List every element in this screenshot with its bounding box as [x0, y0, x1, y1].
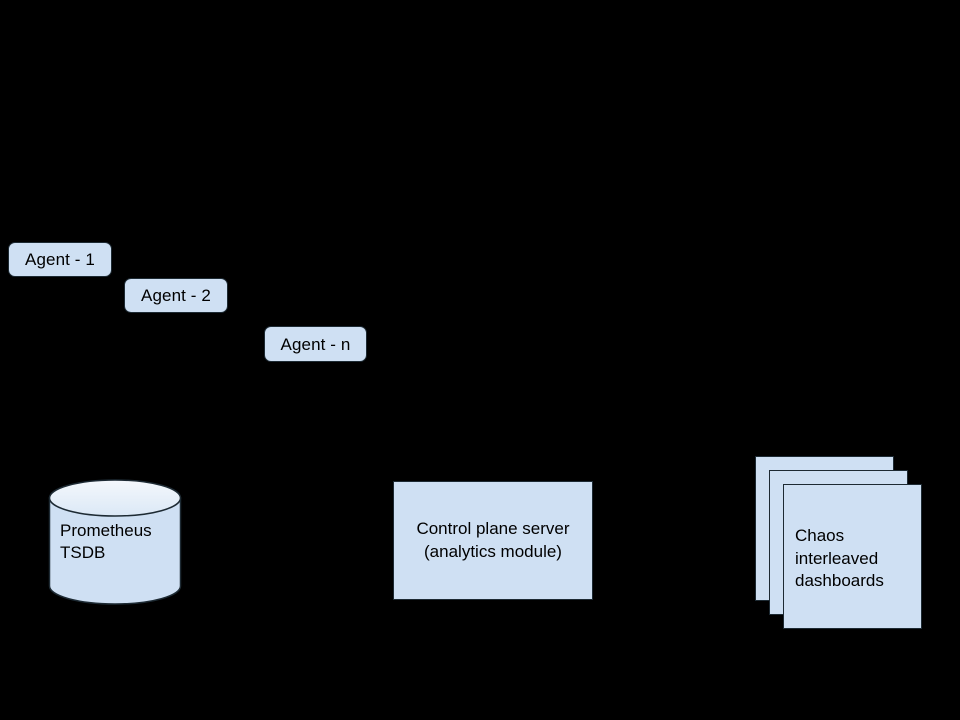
agent-2-node[interactable]: Agent - 2	[124, 278, 228, 313]
prometheus-tsdb-node[interactable]: Prometheus TSDB	[48, 478, 182, 606]
agent-2-label: Agent - 2	[141, 286, 211, 305]
control-plane-server-line-2: (analytics module)	[424, 541, 562, 561]
chaos-dashboards-line-2: interleaved	[795, 548, 879, 568]
agent-n-label: Agent - n	[280, 334, 351, 354]
control-plane-server-line-1: Control plane server	[416, 519, 570, 539]
control-plane-server-node[interactable]: Control plane server (analytics module)	[393, 481, 593, 600]
agent-1-label: Agent - 1	[25, 250, 95, 269]
cylinder-shape	[48, 479, 182, 605]
agent-1-node[interactable]: Agent - 1	[8, 242, 112, 277]
chaos-dashboards-label: Chaos interleaved dashboards	[795, 525, 919, 593]
chaos-dashboards-line-1: Chaos	[795, 526, 845, 545]
agent-n-node[interactable]: Agent - n	[264, 326, 367, 362]
chaos-dashboards-line-3: dashboards	[795, 571, 884, 591]
dashboard-panel-front[interactable]	[783, 484, 922, 629]
